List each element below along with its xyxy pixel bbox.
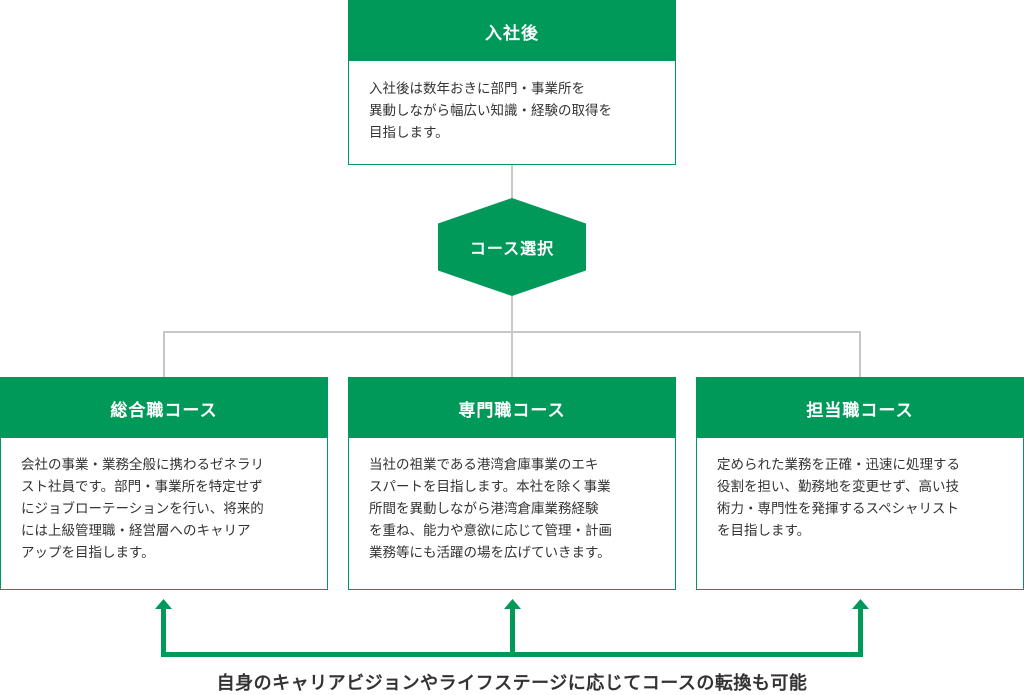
after-joining-description: 入社後は数年おきに部門・事業所を 異動しながら幅広い知識・経験の取得を 目指しま… bbox=[349, 61, 675, 144]
description-line: 術力・専門性を発揮するスペシャリスト bbox=[717, 501, 960, 517]
description-line: 入社後は数年おきに部門・事業所を bbox=[369, 81, 585, 97]
after-joining-box: 入社後 入社後は数年おきに部門・事業所を 異動しながら幅広い知識・経験の取得を … bbox=[348, 0, 676, 165]
course-description: 定められた業務を正確・迅速に処理する 役割を担い、勤務地を変更せず、高い技 術力… bbox=[697, 438, 1023, 542]
course-box-general: 総合職コース 会社の事業・業務全般に携わるゼネラリ スト社員です。部門・事業所を… bbox=[0, 377, 328, 590]
course-selection-label: コース選択 bbox=[469, 239, 555, 258]
description-line: 目指します。 bbox=[369, 125, 449, 141]
description-line: スパートを目指します。本社を除く事業 bbox=[369, 479, 611, 495]
course-description: 会社の事業・業務全般に携わるゼネラリ スト社員です。部門・事業所を特定せず にジ… bbox=[1, 438, 327, 564]
description-line: アップを目指します。 bbox=[21, 545, 155, 561]
arrow-up-icon bbox=[852, 599, 869, 609]
arrow-shaft-right bbox=[858, 607, 863, 657]
course-box-staff: 担当職コース 定められた業務を正確・迅速に処理する 役割を担い、勤務地を変更せず… bbox=[696, 377, 1024, 590]
arrow-shaft-left bbox=[161, 607, 166, 657]
course-selection-hexagon: コース選択 bbox=[438, 198, 586, 296]
description-line: を重ね、能力や意欲に応じて管理・計画 bbox=[369, 523, 612, 539]
description-line: 所間を異動しながら港湾倉庫業務経験 bbox=[369, 501, 599, 517]
course-transfer-caption: 自身のキャリアビジョンやライフステージに応じてコースの転換も可能 bbox=[216, 673, 808, 694]
description-line: 当社の祖業である港湾倉庫事業のエキ bbox=[369, 457, 599, 473]
course-title: 総合職コース bbox=[1, 378, 327, 438]
connector-left-branch bbox=[163, 331, 165, 378]
description-line: 役割を担い、勤務地を変更せず、高い技 bbox=[717, 479, 960, 495]
course-title: 専門職コース bbox=[349, 378, 675, 438]
description-line: にジョブローテーションを行い、将来的 bbox=[21, 501, 264, 517]
connector-top-to-selector bbox=[511, 164, 513, 200]
arrow-bracket-baseline bbox=[161, 652, 863, 657]
connector-horizontal bbox=[163, 331, 861, 333]
arrow-up-icon bbox=[504, 599, 521, 609]
after-joining-title: 入社後 bbox=[349, 1, 675, 61]
description-line: 業務等にも活躍の場を広げていきます。 bbox=[369, 545, 611, 561]
description-line: を目指します。 bbox=[717, 523, 811, 539]
arrow-shaft-center bbox=[510, 607, 515, 657]
arrow-up-icon bbox=[155, 599, 172, 609]
course-box-specialist: 専門職コース 当社の祖業である港湾倉庫事業のエキ スパートを目指します。本社を除… bbox=[348, 377, 676, 590]
connector-selector-down bbox=[511, 294, 513, 378]
description-line: 異動しながら幅広い知識・経験の取得を bbox=[369, 103, 612, 119]
description-line: 会社の事業・業務全般に携わるゼネラリ bbox=[21, 457, 264, 473]
description-line: には上級管理職・経営層へのキャリア bbox=[21, 523, 251, 539]
course-description: 当社の祖業である港湾倉庫事業のエキ スパートを目指します。本社を除く事業 所間を… bbox=[349, 438, 675, 564]
course-title: 担当職コース bbox=[697, 378, 1023, 438]
description-line: 定められた業務を正確・迅速に処理する bbox=[717, 457, 960, 473]
description-line: スト社員です。部門・事業所を特定せず bbox=[21, 479, 263, 495]
connector-right-branch bbox=[859, 331, 861, 378]
